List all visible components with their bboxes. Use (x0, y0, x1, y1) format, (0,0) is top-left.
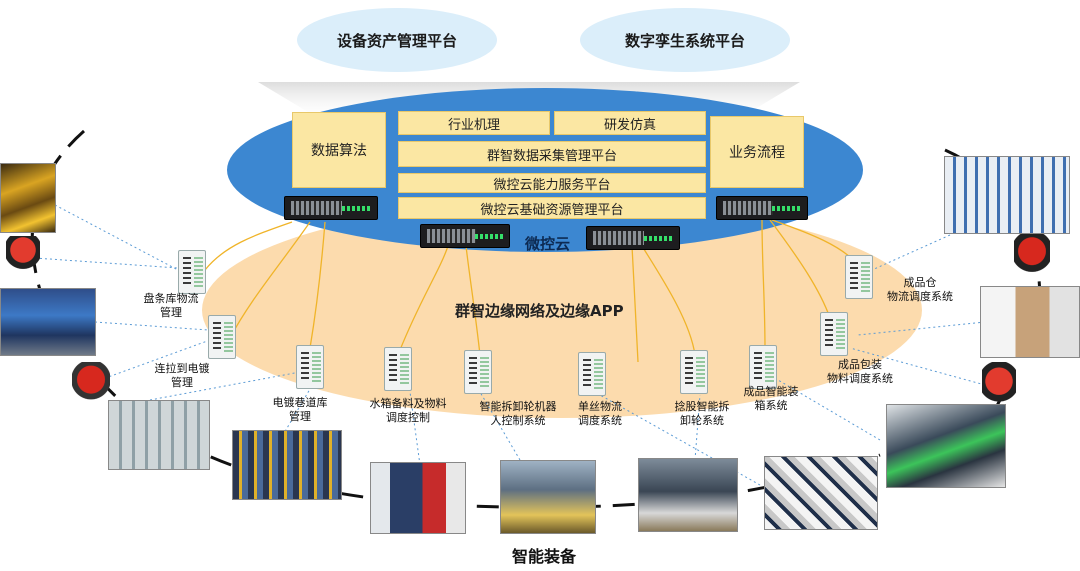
bottom-label: 智能装备 (512, 547, 577, 566)
label-packaging-material: 成品包装 物料调度系统 (827, 358, 893, 385)
row-industry-mechanism: 行业机理 (398, 111, 550, 135)
edge-device (680, 350, 708, 394)
label-stranding-reel: 捻股智能拆 卸轮系统 (674, 400, 730, 427)
label-tank-material: 水箱备料及物料 调度控制 (369, 397, 447, 424)
edge-device (208, 315, 236, 359)
row-resource-management-platform: 微控云基础资源管理平台 (398, 197, 706, 219)
edge-device (296, 345, 324, 389)
photo-stranding-line (764, 456, 878, 530)
platform-digital-twin: 数字孪生系统平台 (580, 8, 790, 72)
photo-reel-robot (500, 460, 596, 534)
edge-device (578, 352, 606, 396)
platform-asset-management: 设备资产管理平台 (297, 8, 497, 72)
edge-device (384, 347, 412, 391)
edge-device (845, 255, 873, 299)
server-left (284, 196, 378, 220)
label-finished-warehouse: 成品仓 物流调度系统 (887, 276, 953, 303)
server-center-left (420, 224, 510, 248)
edge-device (749, 345, 777, 389)
cloud-name: 微控云 (525, 235, 571, 253)
label-monofilament-logistics: 单丝物流 调度系统 (578, 400, 622, 427)
label-wire-rod-logistics: 盘条库物流 管理 (143, 292, 199, 319)
row-capability-service-platform: 微控云能力服务平台 (398, 173, 706, 193)
server-center-right (586, 226, 680, 250)
photo-agv-robot-left (6, 236, 40, 276)
photo-agv-robot-right-bottom (982, 362, 1016, 410)
edge-device (820, 312, 848, 356)
edge-network-ellipse (202, 202, 922, 418)
label-reel-robot: 智能拆卸轮机器 人控制系统 (479, 400, 557, 427)
label-plating-stacker: 电镀巷道库 管理 (272, 396, 328, 423)
photo-stacker-warehouse (232, 430, 342, 500)
edge-device (178, 250, 206, 294)
photo-plating-line (108, 400, 210, 470)
photo-agv-robot-right-top (1014, 232, 1050, 280)
photo-wire-rod-warehouse (0, 163, 56, 233)
photo-boxing-line (886, 404, 1006, 488)
edge-device (464, 350, 492, 394)
photo-packaging-station (980, 286, 1080, 358)
photo-agv-robot-mid (72, 362, 110, 406)
photo-monofilament-logistics (638, 458, 738, 532)
server-right (716, 196, 808, 220)
yellow-uplinks (204, 219, 861, 363)
box-data-algorithm: 数据算法 (292, 112, 386, 188)
row-rd-simulation: 研发仿真 (554, 111, 706, 135)
label-product-boxing: 成品智能装 箱系统 (743, 385, 799, 412)
edge-network-title: 群智边缘网络及边缘APP (455, 302, 624, 320)
photo-drawing-machine (0, 288, 96, 356)
row-data-collection-platform: 群智数据采集管理平台 (398, 141, 706, 167)
photo-water-tank-agv (370, 462, 466, 534)
box-business-process: 业务流程 (710, 116, 804, 188)
label-drawing-to-plating: 连拉到电镀 管理 (154, 362, 210, 389)
photo-finished-warehouse (944, 156, 1070, 234)
